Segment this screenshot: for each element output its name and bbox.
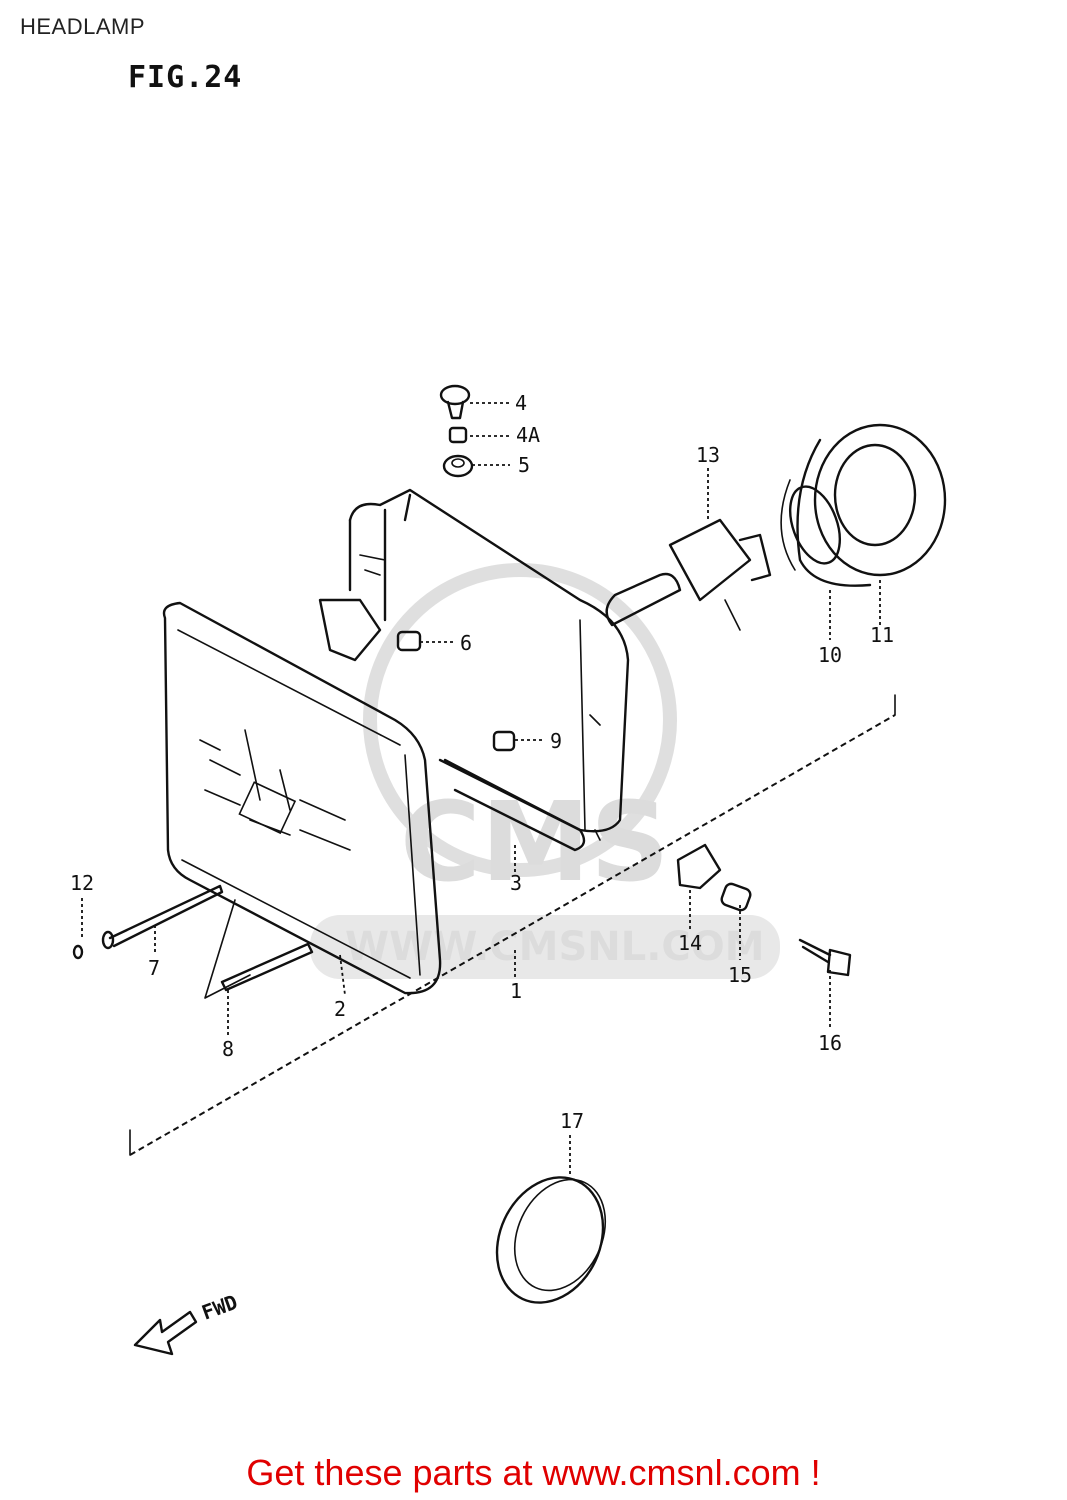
callout-15: 15	[728, 963, 752, 987]
fwd-label: FWD	[199, 1290, 241, 1325]
callout-16: 16	[818, 1031, 842, 1055]
page-title: HEADLAMP	[20, 14, 146, 39]
callout-12: 12	[70, 871, 94, 895]
callout-11: 11	[870, 623, 894, 647]
callout-13: 13	[696, 443, 720, 467]
parts-link[interactable]: Get these parts at www.cmsnl.com !	[246, 1452, 821, 1493]
callout-7: 7	[148, 956, 160, 980]
lens-cap	[495, 1176, 607, 1304]
adjusting-screws	[72, 884, 314, 992]
callout-6: 6	[460, 631, 472, 655]
figure-label: FIG.24	[128, 60, 243, 95]
assembly-bracket-lines	[129, 694, 896, 1156]
callout-8: 8	[222, 1037, 234, 1061]
callout-9: 9	[550, 729, 562, 753]
callout-1: 1	[510, 979, 522, 1003]
callout-2: 2	[334, 997, 346, 1021]
headlamp-bulb	[605, 518, 772, 631]
callout-17: 17	[560, 1109, 584, 1133]
watermark-url: WWW.CMSNL.COM	[345, 924, 765, 970]
grommet-9	[492, 730, 516, 752]
grommet-6	[396, 630, 422, 652]
callout-3: 3	[510, 871, 522, 895]
callout-4a: 4A	[516, 423, 540, 447]
adjuster-hardware	[439, 384, 474, 478]
headlamp-lens-unit	[162, 601, 442, 995]
callout-10: 10	[818, 643, 842, 667]
arrow-left-icon	[133, 1310, 198, 1356]
callout-4: 4	[515, 391, 527, 415]
callout-14: 14	[678, 931, 702, 955]
leader-lines	[81, 402, 881, 1175]
nut-bolt-hardware	[676, 843, 852, 977]
bulb-socket-cover	[780, 423, 947, 587]
cms-watermark-logo: CMS WWW.CMSNL.COM	[310, 563, 780, 979]
watermark-logo-text: CMS	[400, 778, 669, 906]
fwd-direction-indicator: FWD	[133, 1290, 241, 1356]
callout-5: 5	[518, 453, 530, 477]
